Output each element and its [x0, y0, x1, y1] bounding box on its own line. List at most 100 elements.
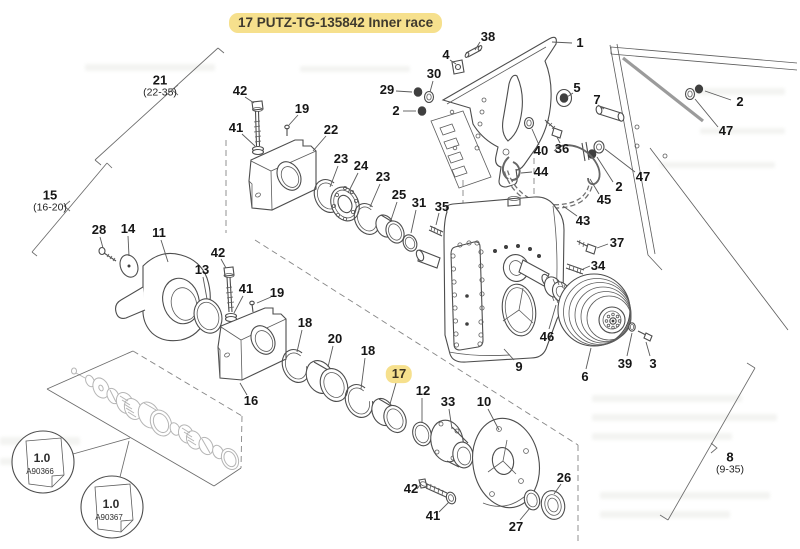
seal-26	[540, 490, 566, 520]
part-callout-45-25: 45	[596, 192, 612, 208]
leader-line-43	[562, 205, 578, 217]
part-callout-46-47: 46	[539, 329, 555, 345]
scan-bleed-artifact	[85, 64, 215, 71]
bolt-42-bottom	[418, 478, 428, 489]
part-callout-7-7: 7	[593, 92, 601, 108]
leader-line-13	[202, 276, 208, 300]
leader-line-31	[410, 209, 417, 234]
leader-line-42	[220, 258, 227, 269]
part-callout-41-52: 41	[425, 508, 441, 524]
machine-frame	[609, 43, 798, 331]
part-callout-9-46: 9	[515, 359, 523, 375]
leader-line-6	[585, 347, 592, 370]
part-callout-23-15: 23	[333, 151, 349, 167]
part-callout-20-40: 20	[327, 331, 343, 347]
scan-bleed-artifact	[690, 88, 785, 95]
leader-line-29	[395, 90, 413, 93]
leader-line-2	[704, 90, 732, 101]
pulley-6	[557, 273, 653, 347]
leader-line-22	[312, 135, 327, 152]
part-callout-24-16: 24	[353, 158, 369, 174]
chain-and-hooks	[501, 144, 601, 209]
leader-line-23	[329, 165, 339, 188]
leader-line-17	[389, 382, 397, 405]
part-callout-8-55: 8(9-35)	[715, 449, 745, 476]
gearbox-housing-9	[415, 196, 565, 363]
part-callout-31-19: 31	[411, 195, 427, 211]
part-callout-19-37: 19	[269, 285, 285, 301]
part-callout-42-11: 42	[232, 83, 248, 99]
side-fasteners	[565, 239, 597, 275]
leader-line-20	[327, 345, 334, 368]
ref-balloon-1-doc: A90366	[26, 467, 54, 476]
part-callout-14-32: 14	[120, 221, 136, 237]
part-callout-36-22: 36	[554, 141, 570, 157]
leader-line-41	[233, 295, 244, 314]
part-callout-4-2: 4	[442, 47, 450, 63]
leader-line-24	[347, 172, 359, 194]
part-callout-38-0: 38	[480, 29, 496, 45]
lower-shaft-group	[281, 349, 432, 447]
leader-line-41	[241, 133, 256, 147]
part-callout-16-38: 16	[243, 393, 259, 409]
leader-line-30	[429, 80, 434, 93]
part-callout-47-27: 47	[635, 169, 651, 185]
part-callout-5-6: 5	[573, 80, 581, 96]
scan-bleed-artifact	[300, 66, 410, 72]
scan-bleed-artifact	[600, 492, 770, 499]
bearing-block-16-group	[217, 266, 287, 381]
cover-group	[418, 417, 566, 520]
ref-balloon-2-value: 1.0	[103, 497, 120, 511]
leader-line-45	[589, 178, 600, 195]
ref-balloon-1-value: 1.0	[34, 451, 51, 465]
leader-line-5	[566, 92, 574, 98]
leader-line-44	[520, 171, 533, 174]
part-callout-34-29: 34	[590, 258, 606, 274]
part-callout-2-5: 2	[392, 103, 400, 119]
wire-45	[555, 144, 601, 186]
part-callout-27-53: 27	[508, 519, 524, 535]
highlighted-part-title: 17 PUTZ-TG-135842 Inner race	[229, 13, 443, 33]
leader-line-35	[435, 212, 440, 226]
leader-line-19	[288, 114, 299, 126]
part-callout-18-41: 18	[360, 343, 376, 359]
leader-line-37	[596, 243, 609, 249]
leader-line-18	[360, 357, 366, 390]
washer-39	[628, 322, 636, 332]
bolt-3	[637, 330, 647, 336]
left-drive-group	[98, 246, 223, 342]
part-callout-23-17: 23	[375, 169, 391, 185]
part-callout-43-24: 43	[575, 213, 591, 229]
leader-line-33	[448, 408, 453, 430]
part-callout-39-49: 39	[617, 356, 633, 372]
part-callout-29-4: 29	[379, 82, 395, 98]
leader-line-3	[645, 341, 651, 357]
part-callout-10-45: 10	[476, 394, 492, 410]
part-callout-12-43: 12	[415, 383, 431, 399]
leader-line-9	[503, 348, 515, 361]
group-bracket-15	[31, 162, 113, 257]
hook-44	[501, 156, 521, 181]
part-callout-17-42: 17	[385, 365, 413, 384]
part-callout-2-8: 2	[736, 94, 744, 110]
leader-line-26	[553, 483, 562, 495]
scan-bleed-artifact	[660, 162, 775, 168]
leader-line-7	[597, 104, 605, 110]
part-callout-22-14: 22	[323, 122, 339, 138]
leader-line-46	[548, 304, 557, 330]
part-callout-30-3: 30	[426, 66, 442, 82]
leader-line-2	[596, 156, 614, 183]
part-callout-2-26: 2	[615, 179, 623, 195]
part-callout-41-36: 41	[238, 281, 254, 297]
part-callout-41-13: 41	[228, 120, 244, 136]
part-callout-3-50: 3	[649, 356, 657, 372]
part-callout-42-35: 42	[210, 245, 226, 261]
leader-line-41	[438, 501, 450, 513]
part-callout-28-31: 28	[91, 222, 107, 238]
part-callout-range: (22-35)	[143, 86, 177, 99]
part-callout-11-33: 11	[152, 225, 166, 241]
part-callout-6-48: 6	[581, 369, 589, 385]
leader-line-4	[449, 59, 457, 65]
top-fasteners	[413, 45, 704, 162]
